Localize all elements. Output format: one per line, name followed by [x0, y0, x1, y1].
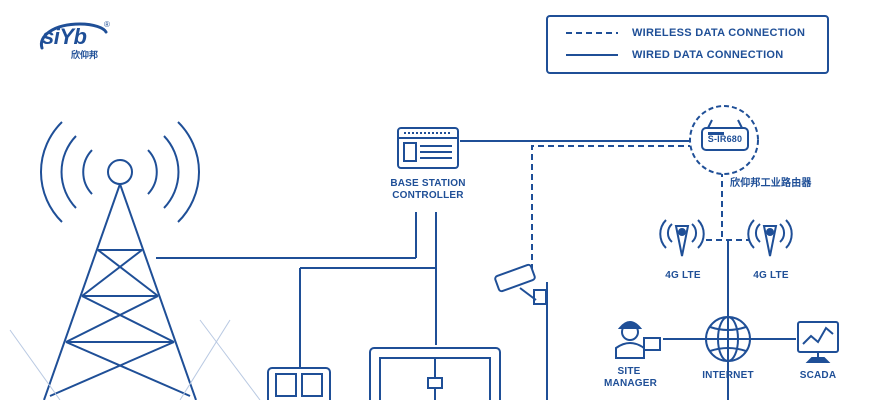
site-manager-label: SITE MANAGER: [604, 366, 658, 390]
internet-globe-icon: [705, 316, 751, 362]
solid-line-icon: [566, 54, 618, 56]
logo-wordmark: siYb: [42, 24, 87, 49]
scada-monitor-icon: [797, 321, 839, 363]
site-manager-line-1: SITE: [617, 366, 641, 377]
base-station-line-2: CONTROLLER: [392, 190, 464, 201]
logo-swoosh-icon: [39, 22, 108, 50]
tower-background-lattice: [9, 319, 261, 400]
legend-wired-row: WIRED DATA CONNECTION: [566, 49, 784, 61]
security-camera-icon: [494, 263, 547, 305]
scada-label: SCADA: [799, 370, 837, 381]
legend-wireless-label: WIRELESS DATA CONNECTION: [632, 27, 806, 39]
router-icon: [689, 105, 759, 175]
base-station-line-1: BASE STATION: [390, 178, 466, 189]
legend-wired-label: WIRED DATA CONNECTION: [632, 49, 784, 61]
cell-tower-icon: [39, 121, 201, 400]
base-station-controller-label: BASE STATION CONTROLLER: [380, 178, 476, 202]
logo-chinese-name: 欣仰邦: [71, 50, 99, 60]
brand-logo: siYb ® 欣仰邦: [34, 18, 114, 62]
base-station-controller-icon: [397, 127, 459, 169]
legend-box: WIRELESS DATA CONNECTION WIRED DATA CONN…: [546, 15, 829, 74]
connection-lines: [156, 140, 796, 400]
lte-right-label: 4G LTE: [753, 270, 789, 281]
logo-registered-mark: ®: [104, 20, 110, 29]
dashed-line-icon: [566, 32, 618, 34]
equipment-shelter-icon: [369, 347, 501, 400]
legend-wireless-row: WIRELESS DATA CONNECTION: [566, 27, 805, 39]
router-caption-label: 欣仰邦工业路由器: [730, 178, 812, 189]
lte-antenna-left-icon: [659, 219, 705, 257]
site-manager-line-2: MANAGER: [604, 378, 658, 389]
router-model-label: S-IR680: [707, 134, 743, 144]
site-manager-icon: [615, 321, 661, 359]
lte-antenna-right-icon: [747, 219, 793, 257]
equipment-cabinet-icon: [267, 367, 331, 400]
internet-label: INTERNET: [702, 370, 754, 381]
lte-left-label: 4G LTE: [665, 270, 701, 281]
